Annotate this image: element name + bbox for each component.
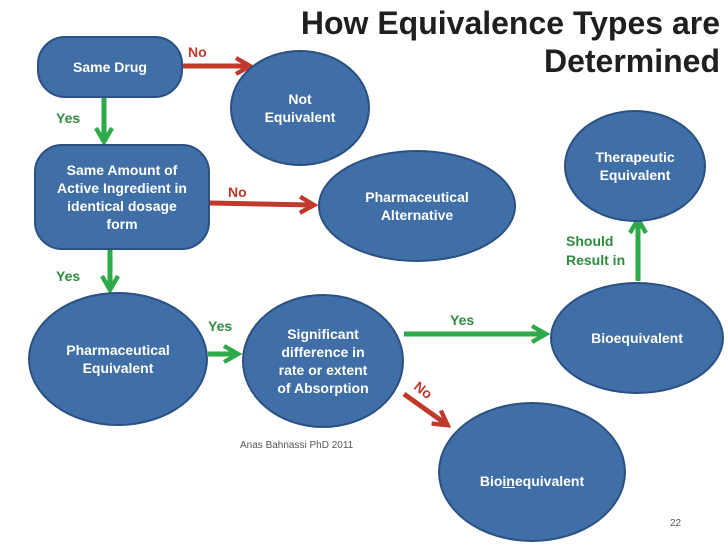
arrow-no-alternative [209, 203, 312, 205]
therapeutic-equivalent-label: Therapeutic Equivalent [595, 149, 675, 183]
pharm-equivalent-label: Pharmaceutical Equivalent [66, 342, 170, 376]
label-yes-2: Yes [56, 268, 81, 284]
node-same-drug: Same Drug [37, 36, 183, 98]
node-therapeutic-equivalent: Therapeutic Equivalent [564, 110, 706, 222]
node-pharmaceutical-alternative: Pharmaceutical Alternative [318, 150, 516, 262]
label-no-2: No [228, 184, 247, 200]
node-bioequivalent: Bioequivalent [550, 282, 724, 394]
label-yes-3: Yes [208, 318, 233, 334]
significant-difference-label: Significant difference in rate or extent… [277, 326, 369, 396]
node-same-amount: Same Amount of Active Ingredient in iden… [34, 144, 210, 250]
author-credit: Anas Bahnassi PhD 2011 [240, 440, 354, 451]
bioinequivalent-label: Bioinequivalent [480, 454, 584, 490]
same-drug-label: Same Drug [73, 59, 147, 75]
node-not-equivalent: Not Equivalent [230, 50, 370, 166]
bioequivalent-label: Bioequivalent [591, 330, 683, 346]
page-number: 22 [670, 518, 682, 529]
title-line-1: How Equivalence Types are [300, 5, 720, 41]
same-amount-label: Same Amount of Active Ingredient in iden… [57, 162, 187, 232]
slide-title: How Equivalence Types are Determined [260, 4, 720, 80]
bioinequivalent-post: equivalent [514, 473, 585, 489]
label-yes-4: Yes [450, 312, 475, 328]
arrow-no-bioinequivalent [402, 391, 446, 424]
bioinequivalent-pre: Bio [479, 473, 503, 489]
label-no-1: No [188, 44, 207, 60]
label-should-result-in: Should Result in [566, 233, 626, 268]
pharm-alternative-label: Pharmaceutical Alternative [365, 189, 469, 223]
node-significant-difference: Significant difference in rate or extent… [242, 294, 404, 428]
label-yes-1: Yes [56, 110, 81, 126]
node-bioinequivalent: Bioinequivalent [438, 402, 626, 542]
node-pharmaceutical-equivalent: Pharmaceutical Equivalent [28, 292, 208, 426]
bioinequivalent-underlined: in [502, 473, 515, 489]
not-equivalent-label: Not Equivalent [264, 91, 336, 125]
title-line-2: Determined [543, 43, 720, 79]
